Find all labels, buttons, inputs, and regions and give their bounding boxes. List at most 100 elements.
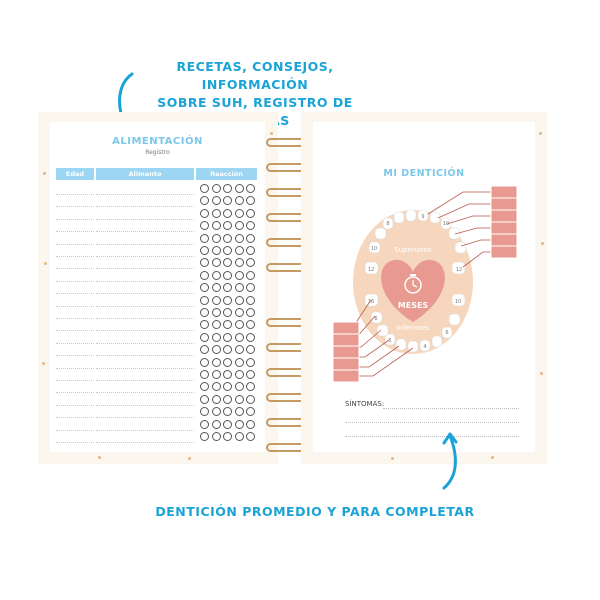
reaction-face-icon	[211, 332, 221, 342]
reaction-face-icon	[211, 283, 221, 293]
upper-tooth-number: 10	[371, 246, 377, 252]
upper-teeth-label: Superiores	[394, 246, 432, 254]
reaction-face-icon	[246, 270, 255, 280]
feeding-log-row	[56, 320, 257, 332]
feeding-log-row	[56, 208, 257, 220]
lower-tooth-number: 5	[388, 338, 391, 344]
reaction-face-icon	[211, 382, 221, 392]
reaction-face-icon	[223, 208, 232, 218]
age-blank	[56, 268, 94, 270]
upper-tooth-number: 8	[386, 221, 389, 227]
reaction-face-icon	[246, 332, 255, 342]
upper-tooth-number: 10	[443, 221, 449, 227]
feeding-log-row	[56, 246, 257, 257]
reaction-face-icon	[223, 196, 232, 206]
age-blank	[56, 318, 94, 319]
reaction-face-icon	[200, 320, 209, 330]
reaction-face-icon	[223, 295, 232, 305]
reaction-face-icon	[234, 308, 244, 317]
reaction-face-icon	[246, 196, 255, 206]
feeding-log-row	[56, 308, 257, 319]
food-blank	[96, 206, 194, 208]
teething-title: MI DENTICIÓN	[383, 168, 465, 179]
reaction-face-icon	[246, 345, 255, 355]
reaction-face-icon	[223, 419, 232, 429]
age-blank	[56, 367, 94, 369]
reaction-face-icon	[211, 184, 221, 193]
reaction-face-icon	[234, 233, 244, 243]
reaction-face-icon	[200, 419, 209, 429]
reaction-face-icon	[211, 432, 221, 441]
reaction-face-icon	[200, 270, 209, 280]
reaction-face-icon	[246, 370, 255, 379]
food-blank	[96, 330, 194, 332]
left-page-sheet: ALIMENTACIÓN Registro Edad Alimento Reac…	[50, 122, 265, 452]
food-blank	[96, 293, 194, 295]
food-blank	[96, 194, 194, 195]
reaction-face-icon	[223, 233, 232, 243]
reaction-face-icon	[223, 382, 232, 392]
reaction-face-icon	[211, 419, 221, 429]
reaction-face-icon	[246, 432, 255, 441]
age-blank	[56, 404, 94, 406]
age-blank	[56, 442, 94, 443]
reaction-face-icon	[234, 283, 244, 293]
reaction-face-icon	[223, 283, 232, 293]
food-blank	[96, 218, 194, 220]
age-blank	[56, 355, 94, 357]
age-blank	[56, 380, 94, 381]
right-page-sheet: MI DENTICIÓN	[313, 122, 535, 452]
feeding-log-row	[56, 370, 257, 381]
feeding-log-row	[56, 407, 257, 419]
reaction-face-icon	[211, 357, 221, 367]
food-blank	[96, 392, 194, 394]
reaction-face-icon	[211, 233, 221, 243]
reaction-face-icon	[234, 221, 244, 231]
symptoms-line	[383, 408, 519, 409]
reaction-face-icon	[234, 432, 244, 441]
reaction-face-icon	[246, 283, 255, 293]
food-blank	[96, 380, 194, 381]
reaction-face-icon	[200, 184, 209, 193]
reaction-face-icon	[200, 233, 209, 243]
reaction-face-icon	[234, 382, 244, 392]
age-blank	[56, 231, 94, 233]
column-header-age: Edad	[56, 168, 94, 180]
reaction-face-icon	[223, 407, 232, 417]
reaction-face-icon	[200, 332, 209, 342]
food-blank	[96, 318, 194, 319]
reaction-face-icon	[200, 221, 209, 231]
reaction-face-icon	[234, 419, 244, 429]
reaction-face-icon	[211, 370, 221, 379]
reaction-face-icon	[234, 357, 244, 367]
reaction-face-icon	[200, 382, 209, 392]
age-blank	[56, 429, 94, 431]
food-blank	[96, 367, 194, 369]
bottom-arrow-icon	[442, 432, 458, 490]
reaction-face-icon	[234, 184, 244, 193]
reaction-face-icon	[246, 407, 255, 417]
age-blank	[56, 305, 94, 307]
reaction-face-icon	[234, 270, 244, 280]
reaction-face-icon	[234, 394, 244, 404]
reaction-face-icon	[223, 308, 232, 317]
reaction-face-icon	[211, 270, 221, 280]
reaction-face-icon	[246, 208, 255, 218]
age-blank	[56, 342, 94, 344]
reaction-face-icon	[234, 295, 244, 305]
reaction-face-icon	[211, 196, 221, 206]
reaction-face-icon	[200, 283, 209, 293]
food-blank	[96, 231, 194, 233]
age-blank	[56, 392, 94, 394]
food-blank	[96, 305, 194, 307]
reaction-face-icon	[234, 320, 244, 330]
reaction-face-icon	[200, 208, 209, 218]
column-header-reaction: Reacción	[196, 168, 257, 180]
reaction-face-icon	[211, 320, 221, 330]
reaction-face-icon	[200, 394, 209, 404]
lower-tooth-number: 6	[445, 330, 448, 336]
feeding-log-row	[56, 432, 257, 443]
symptoms-label: SÍNTOMAS:	[345, 400, 385, 408]
feeding-log-row	[56, 196, 257, 208]
reaction-face-icon	[200, 246, 209, 255]
